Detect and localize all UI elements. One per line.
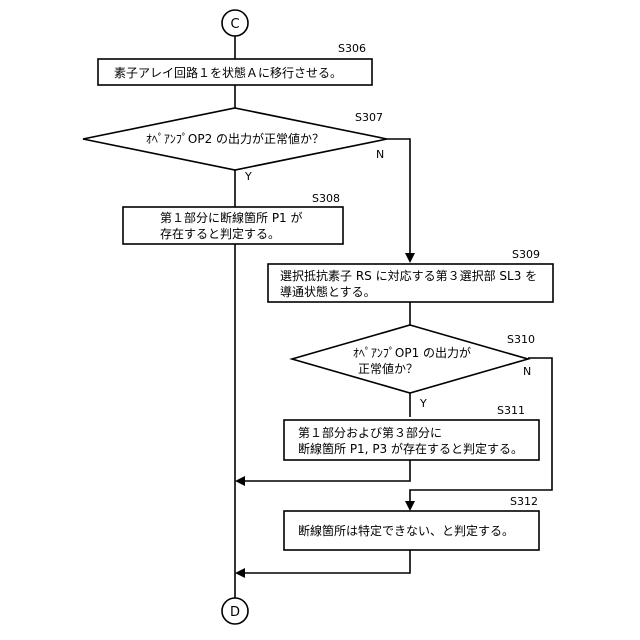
s310-question-line-2: 正常値か？ <box>358 361 418 376</box>
s307-no-label: N <box>376 148 384 161</box>
s307-yes-label: Y <box>244 170 252 183</box>
step-id-s311: S311 <box>497 404 525 417</box>
arrow-to-s312 <box>405 501 415 511</box>
s309-text-line-1: 選択抵抗素子 RS に対応する第３選択部 SL3 を <box>280 268 537 283</box>
s308-text-line-1: 第１部分に断線箇所 P1 が <box>160 210 303 225</box>
s308-text-line-2: 存在すると判定する。 <box>160 226 280 241</box>
connector-end-label: D <box>230 605 240 620</box>
step-id-s306: S306 <box>338 42 366 55</box>
s310-question-line-1: ｵﾍﾟｱﾝﾌﾟOP1 の出力が <box>353 345 471 360</box>
step-id-s309: S309 <box>512 248 540 261</box>
connector-start-label: C <box>230 17 239 32</box>
s311-text-line-2: 断線箇所 P1, P3 が存在すると判定する。 <box>298 441 523 456</box>
step-id-s310: S310 <box>507 333 535 346</box>
s307-question: ｵﾍﾟｱﾝﾌﾟOP2 の出力が正常値か？ <box>146 131 324 146</box>
step-id-s308: S308 <box>312 192 340 205</box>
arrow-merge-s312 <box>235 568 245 578</box>
s311-text-line-1: 第１部分および第３部分に <box>298 425 442 440</box>
flow-line-s307-no <box>387 139 410 260</box>
flow-line-s312-merge <box>238 550 410 573</box>
s312-text-line-1: 断線箇所は特定できない、と判定する。 <box>298 523 514 538</box>
s310-yes-label: Y <box>419 397 427 410</box>
arrow-to-s309 <box>405 253 415 263</box>
s306-text-line-1: 素子アレイ回路１を状態Ａに移行させる。 <box>114 65 342 80</box>
step-id-s312: S312 <box>510 495 538 508</box>
s309-text-line-2: 導通状態とする。 <box>280 284 376 299</box>
s310-no-label: N <box>523 365 531 378</box>
step-id-s307: S307 <box>355 111 383 124</box>
flow-line-s311-merge <box>238 460 410 481</box>
arrow-merge-s311 <box>235 476 245 486</box>
